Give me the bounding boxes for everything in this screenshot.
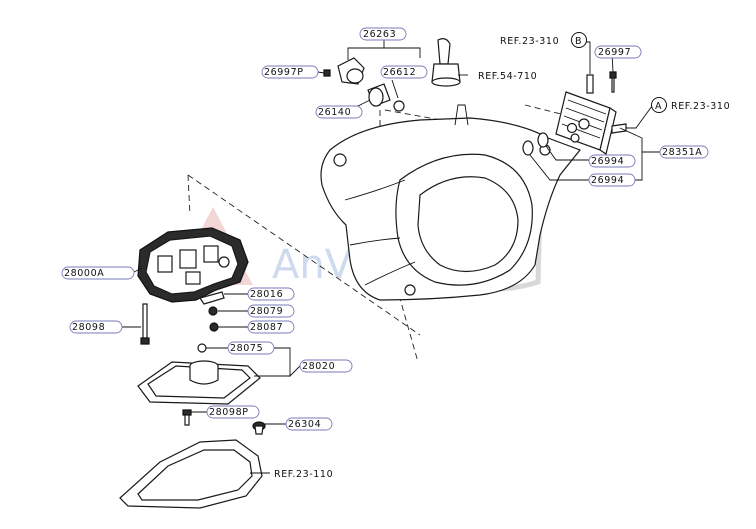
svg-text:26997P: 26997P: [264, 67, 304, 78]
o-ring-28075: [197, 343, 207, 353]
o-ring-2: [522, 140, 534, 156]
svg-text:28075: 28075: [230, 343, 263, 354]
part-label-28000A[interactable]: 28000A: [61, 266, 135, 280]
part-label-28098[interactable]: 28098: [69, 320, 123, 334]
seal-28079: [208, 306, 218, 316]
transmission-case: [320, 104, 581, 301]
part-label-26304[interactable]: 26304: [285, 417, 333, 431]
part-label-26263[interactable]: 26263: [359, 27, 407, 41]
breather-hose: [431, 38, 461, 87]
part-label-28087[interactable]: 28087: [247, 320, 295, 334]
svg-text:26612: 26612: [383, 67, 416, 78]
clip-28016: [199, 291, 225, 305]
strainer-28020: [137, 360, 261, 405]
svg-text:26994: 26994: [591, 156, 624, 167]
svg-text:28098P: 28098P: [209, 407, 249, 418]
part-label-26997P[interactable]: 26997P: [261, 65, 319, 79]
svg-text:28351A: 28351A: [662, 147, 702, 158]
ref-23-310-b[interactable]: REF.23-310: [500, 36, 559, 47]
part-label-28075[interactable]: 28075: [227, 341, 275, 355]
valve-body-28000A: [137, 227, 249, 303]
part-label-26997[interactable]: 26997: [594, 45, 642, 59]
solenoid-26263: [323, 57, 365, 85]
oil-cooler: [555, 74, 627, 155]
seal-26612: [393, 100, 405, 112]
svg-text:26140: 26140: [318, 107, 351, 118]
part-label-26994-1[interactable]: 26994: [588, 154, 636, 168]
callout-a: A: [651, 97, 667, 113]
bolt-28098: [140, 303, 150, 345]
part-label-28020[interactable]: 28020: [299, 359, 353, 373]
svg-text:26263: 26263: [363, 29, 396, 40]
svg-text:26997: 26997: [598, 47, 631, 58]
washer-28087: [209, 322, 219, 332]
part-label-28351A[interactable]: 28351A: [659, 145, 709, 159]
part-label-28098P[interactable]: 28098P: [206, 405, 260, 419]
plug-26304: [252, 421, 266, 435]
svg-text:26994: 26994: [591, 175, 624, 186]
ref-23-310-a[interactable]: REF.23-310: [671, 101, 730, 112]
part-label-26140[interactable]: 26140: [315, 105, 363, 119]
svg-text:28079: 28079: [250, 306, 283, 317]
svg-text:28016: 28016: [250, 289, 283, 300]
svg-text:28087: 28087: [250, 322, 283, 333]
svg-text:28098: 28098: [72, 322, 105, 333]
part-label-28079[interactable]: 28079: [247, 304, 295, 318]
oil-pan: [119, 439, 263, 509]
filter-26140: [367, 83, 391, 107]
part-label-28016[interactable]: 28016: [247, 287, 295, 301]
part-label-26612[interactable]: 26612: [380, 65, 428, 79]
part-label-26994-2[interactable]: 26994: [588, 173, 636, 187]
svg-text:28020: 28020: [302, 361, 335, 372]
svg-text:26304: 26304: [288, 419, 321, 430]
bolt-28098P: [182, 409, 192, 426]
ref-54-710[interactable]: REF.54-710: [478, 71, 537, 82]
leader-lines: [122, 40, 660, 474]
callout-b: B: [571, 32, 587, 48]
callout-b-label: B: [575, 36, 582, 47]
callout-a-label: A: [655, 101, 662, 112]
svg-text:28000A: 28000A: [64, 268, 104, 279]
bolt-26997: [609, 71, 617, 93]
ref-23-110[interactable]: REF.23-110: [274, 469, 333, 480]
o-ring-1: [537, 132, 549, 148]
